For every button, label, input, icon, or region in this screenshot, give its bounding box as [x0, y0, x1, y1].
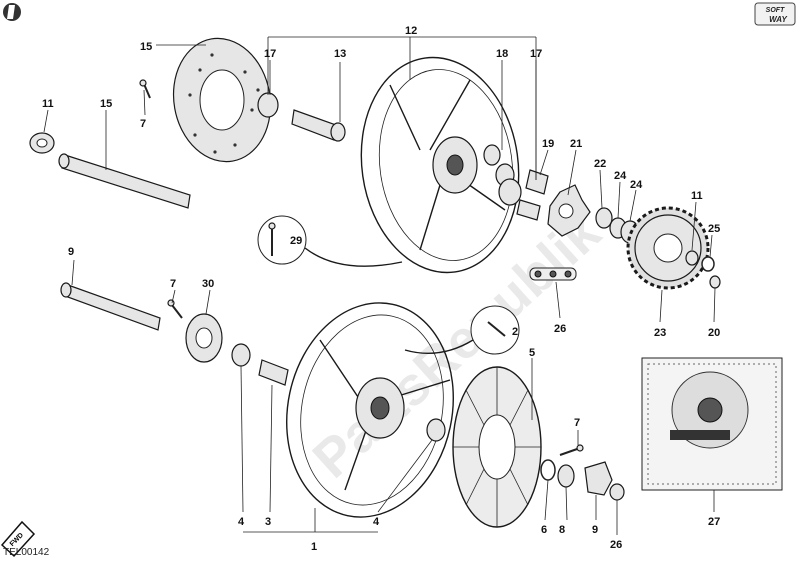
callout-10: 8 — [559, 524, 565, 536]
callout-13: 12 — [405, 25, 417, 37]
callout-24b: 24 — [630, 179, 643, 191]
bearing-4-right — [426, 418, 446, 442]
spacer-22 — [595, 207, 613, 229]
rear-brake-disc — [172, 37, 272, 163]
callout-20: 20 — [708, 327, 720, 339]
hub-bearings — [483, 144, 522, 206]
fwd-arrow: FWD — [0, 520, 36, 558]
badge-line-1: SOFT — [766, 7, 785, 14]
callout-15: 15 — [140, 41, 152, 53]
callout-4-right: 4 — [373, 516, 380, 528]
cush-drive — [516, 169, 549, 221]
callout-28: 29 — [290, 235, 302, 247]
callout-8: 9 — [68, 246, 74, 258]
callout-24a: 24 — [614, 170, 627, 182]
nut-26 — [609, 483, 625, 501]
bolt-7-top — [139, 79, 151, 99]
callout-11: 11 — [691, 190, 703, 202]
badge-line-2: WAY — [769, 15, 787, 24]
valve-detail-28 — [257, 215, 403, 267]
bolt-20 — [709, 275, 721, 289]
front-axle — [60, 282, 161, 331]
spacer-3 — [258, 359, 289, 386]
callout-17-left: 17 — [264, 48, 276, 60]
callout-26: 26 — [610, 539, 622, 551]
callout-27: 27 — [708, 516, 720, 528]
rear-sprocket — [626, 206, 710, 290]
callout-16: 15 — [100, 98, 112, 110]
callout-3: 3 — [265, 516, 271, 528]
bearing-4-left — [231, 343, 251, 367]
valve-detail-2 — [404, 305, 520, 355]
callout-23: 23 — [654, 327, 666, 339]
spacer-30 — [185, 313, 223, 363]
callout-19: 19 — [542, 138, 554, 150]
spacer-14 — [291, 109, 346, 142]
speedo-drive-9 — [584, 461, 613, 496]
callout-18: 18 — [496, 48, 508, 60]
document-code: TEL00142 — [3, 547, 50, 558]
callout-7-top: 7 — [140, 118, 146, 130]
callout-9: 9 — [592, 524, 598, 536]
callout-1: 1 — [311, 541, 317, 553]
callout-25: 25 — [708, 223, 720, 235]
logo-mark — [3, 3, 21, 21]
washer-6 — [540, 459, 556, 481]
spacer-17 — [257, 92, 279, 118]
callout-17-right: 17 — [530, 48, 542, 60]
callout-2: 2 — [512, 326, 518, 338]
front-brake-disc — [452, 366, 542, 528]
callout-labels: 15 12 17 13 18 17 11 15 7 19 21 22 24 24… — [42, 25, 720, 553]
callout-12: 11 — [42, 98, 54, 110]
callout-4-left: 4 — [238, 516, 245, 528]
nut-11 — [685, 250, 699, 266]
callout-7-lower: 7 — [574, 417, 580, 429]
callout-29: 26 — [554, 323, 566, 335]
rear-wheel — [360, 56, 520, 274]
callout-6: 6 — [541, 524, 547, 536]
callout-14: 13 — [334, 48, 346, 60]
callout-30: 30 — [202, 278, 214, 290]
leader-lines — [43, 36, 716, 535]
callout-5: 5 — [529, 347, 535, 359]
axle-nut-12 — [29, 132, 55, 154]
sprocket-carrier-21 — [547, 184, 591, 237]
callout-21: 21 — [570, 138, 582, 150]
sprocket-sticker-27 — [641, 357, 783, 491]
callout-7-mid: 7 — [170, 278, 176, 290]
softway-badge: SOFT WAY — [754, 2, 796, 26]
chain-link — [529, 267, 577, 281]
spacer-10 — [557, 464, 575, 488]
bolt-7-lower — [559, 444, 584, 456]
rear-axle — [58, 153, 191, 209]
callout-22: 22 — [594, 158, 606, 170]
bolt-7-mid — [167, 299, 183, 319]
washer-25 — [701, 256, 715, 272]
